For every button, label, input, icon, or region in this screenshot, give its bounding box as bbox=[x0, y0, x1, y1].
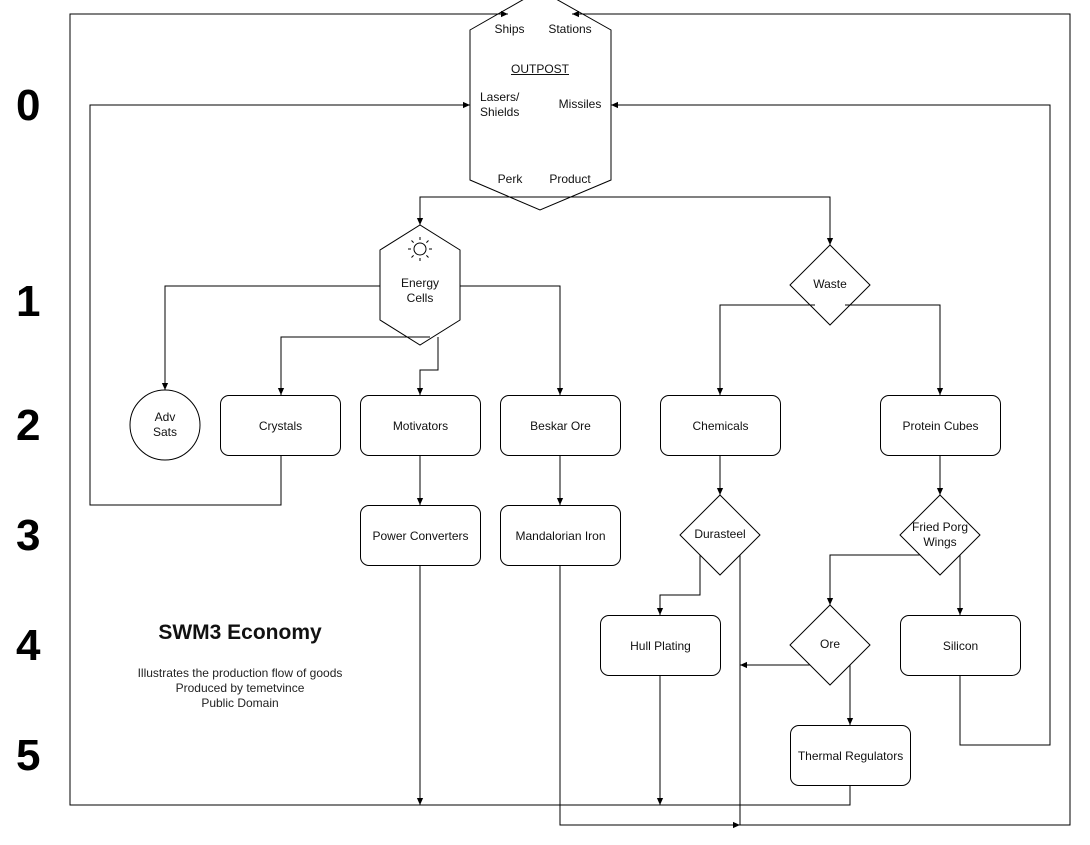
outpost-ships-label: Ships bbox=[494, 22, 525, 36]
fried-porg-wings-label: Fried Porg Wings bbox=[900, 520, 980, 550]
edge-waste-protein-cubes bbox=[845, 304, 944, 395]
energy-cells-line1: Energy bbox=[400, 276, 440, 290]
level-0-label: 0 bbox=[16, 81, 41, 130]
crystals-node: Crystals bbox=[220, 395, 341, 456]
caption-line1: Illustrates the production flow of goods bbox=[137, 666, 343, 680]
sun-icon bbox=[408, 237, 432, 261]
level-1-label: 1 bbox=[16, 277, 41, 326]
level-4-label: 4 bbox=[16, 621, 41, 670]
edge-energy-motivators bbox=[416, 337, 439, 395]
edge-return-stations bbox=[572, 10, 1071, 826]
caption-line3: Public Domain bbox=[201, 696, 279, 710]
thermal-regulators-node: Thermal Regulators bbox=[790, 725, 911, 786]
outpost-missiles-label: Missiles bbox=[558, 97, 602, 111]
edge-outpost-energy-cells bbox=[416, 196, 540, 225]
mandalorian-iron-node: Mandalorian Iron bbox=[500, 505, 621, 566]
outpost-hexagon bbox=[469, 0, 612, 211]
energy-cells-label: Energy Cells bbox=[385, 276, 455, 306]
edge-durasteel-hull-plating bbox=[656, 555, 701, 615]
caption-line2: Produced by temetvince bbox=[175, 681, 305, 695]
power-converters-node: Power Converters bbox=[360, 505, 481, 566]
edge-crystals-outpost bbox=[89, 101, 470, 506]
diagram-title: SWM3 Economy bbox=[158, 621, 322, 644]
waste-label: Waste bbox=[813, 277, 847, 291]
energy-cells-line2: Cells bbox=[406, 291, 434, 305]
hull-plating-node: Hull Plating bbox=[600, 615, 721, 676]
outpost-perk-label: Perk bbox=[497, 172, 523, 186]
edge-thermal-outpost bbox=[69, 10, 851, 806]
edge-outpost-waste bbox=[540, 196, 834, 245]
fried-porg-wings-line1: Fried Porg bbox=[911, 520, 969, 534]
outpost-product-label: Product bbox=[549, 172, 591, 186]
motivators-node: Motivators bbox=[360, 395, 481, 456]
adv-sats-line1: Adv bbox=[154, 410, 176, 424]
outpost-stations-label: Stations bbox=[548, 22, 592, 36]
edge-energy-beskar-ore bbox=[460, 285, 564, 395]
fried-porg-wings-line2: Wings bbox=[923, 535, 957, 549]
outpost-lasers-label: Lasers/ Shields bbox=[480, 90, 540, 120]
silicon-node: Silicon bbox=[900, 615, 1021, 676]
edge-waste-chemicals bbox=[716, 304, 815, 395]
edge-energy-adv-sats bbox=[161, 285, 380, 390]
edge-energy-crystals bbox=[277, 336, 430, 395]
level-5-label: 5 bbox=[16, 731, 41, 780]
adv-sats-line2: Sats bbox=[152, 425, 177, 439]
durasteel-label: Durasteel bbox=[694, 527, 746, 541]
edge-mandalorian-outpost bbox=[559, 566, 740, 829]
beskar-ore-node: Beskar Ore bbox=[500, 395, 621, 456]
outpost-title: OUTPOST bbox=[510, 62, 569, 76]
outpost-shields-text: Shields bbox=[480, 105, 520, 119]
edge-fried-porg-ore bbox=[826, 554, 920, 605]
level-2-label: 2 bbox=[16, 401, 41, 450]
protein-cubes-node: Protein Cubes bbox=[880, 395, 1001, 456]
chemicals-node: Chemicals bbox=[660, 395, 781, 456]
outpost-lasers-text: Lasers/ bbox=[480, 90, 520, 104]
ore-label: Ore bbox=[819, 637, 840, 651]
edge-silicon-missiles bbox=[611, 101, 1051, 746]
adv-sats-label: Adv Sats bbox=[135, 410, 195, 440]
level-3-label: 3 bbox=[16, 511, 41, 560]
